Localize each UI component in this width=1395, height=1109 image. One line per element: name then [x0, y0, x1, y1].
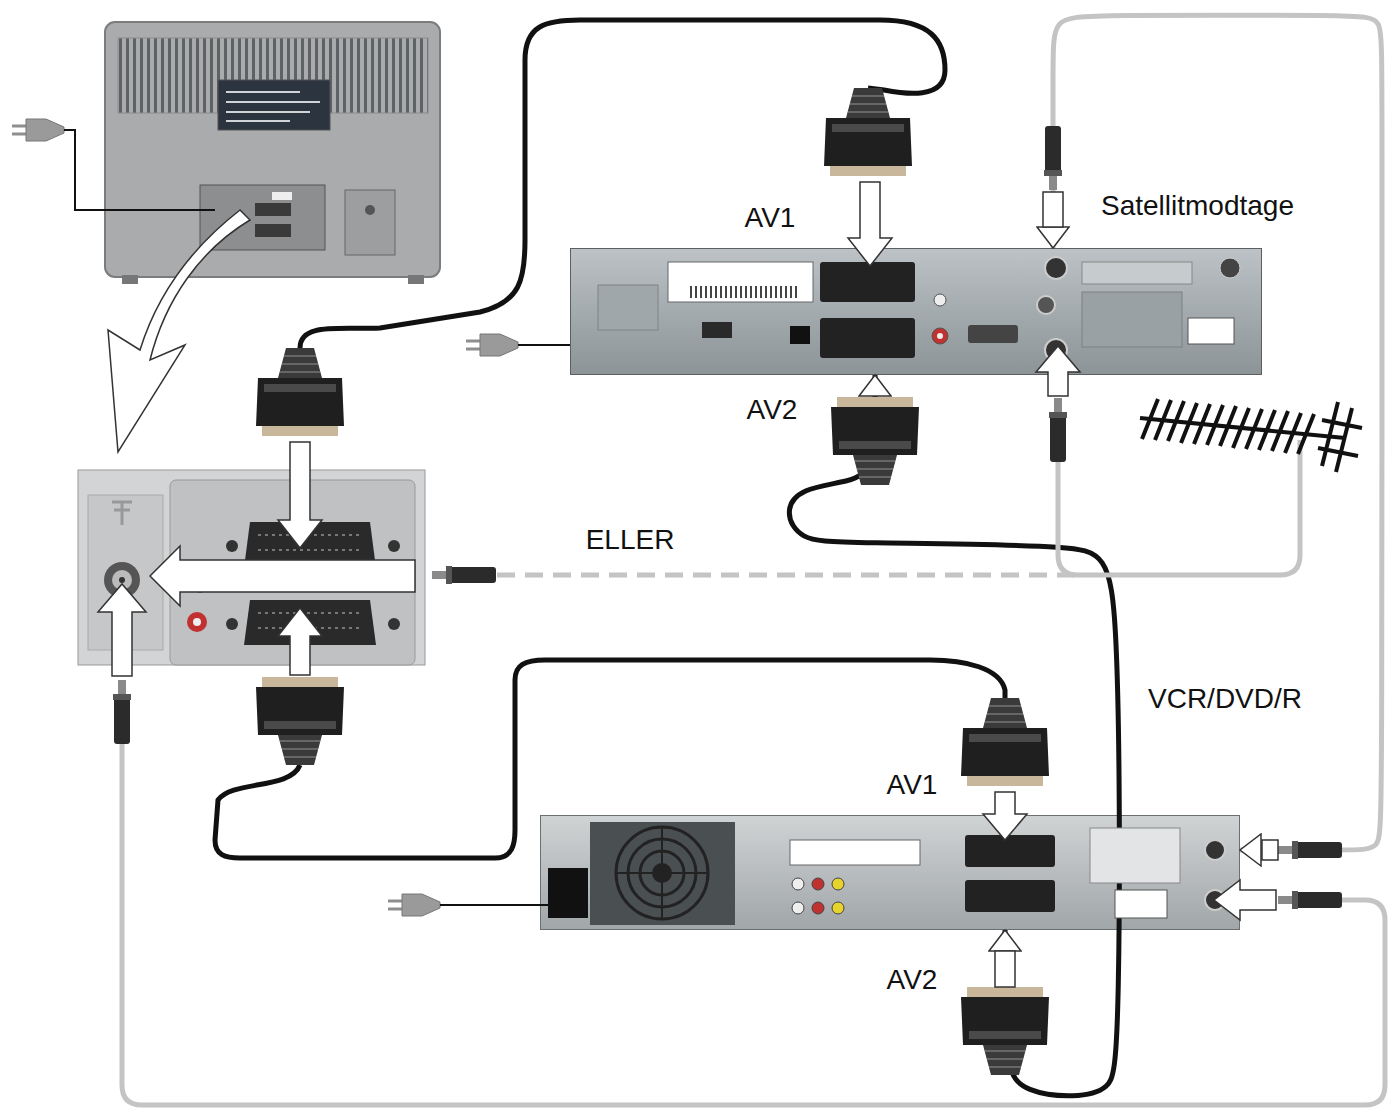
serial-sticker [790, 840, 920, 865]
plug-in-arrow [150, 546, 415, 606]
tv-small-label [272, 192, 292, 200]
plug-in-arrow [98, 584, 146, 676]
arrow-shaft [1262, 840, 1278, 860]
tv-scart-small [255, 224, 291, 237]
coax-plug [1278, 891, 1342, 909]
port-label: AV1 [745, 204, 796, 232]
scart-pins [258, 535, 362, 550]
antenna-socket-pin [119, 577, 125, 583]
rca-socket-center [193, 618, 201, 626]
sat-scart-av2 [820, 318, 915, 358]
antenna-symbol [112, 502, 132, 525]
arrow-shaft [1043, 192, 1063, 227]
antenna-reflector [1318, 402, 1362, 472]
tv-scart-small [255, 203, 291, 216]
rca-jack [832, 878, 844, 890]
arrow-shaft [995, 951, 1015, 987]
coax-plug [1044, 126, 1062, 190]
screw-hole [226, 618, 238, 630]
vcr-power-cord [440, 904, 548, 906]
warning-plate [1082, 292, 1182, 347]
modem-port [790, 326, 810, 344]
dish-port [1220, 258, 1240, 278]
barcode [690, 286, 800, 298]
port-label: AV1 [887, 771, 938, 799]
tv-rating-sticker [218, 80, 330, 130]
rca-jack [832, 902, 844, 914]
fan-housing [590, 822, 735, 925]
cable-connector [789, 375, 1119, 1096]
rca-jack [932, 328, 948, 344]
zoom-arrow [108, 210, 250, 452]
rca-jack [812, 902, 824, 914]
plug-in-arrow [278, 608, 322, 675]
scart-plug [961, 987, 1049, 1075]
rf-port [1037, 296, 1055, 314]
plug-in-arrow [278, 442, 322, 548]
rca-jack [792, 878, 804, 890]
screw-hole [226, 540, 238, 552]
device-label: Satellitmodtage [1101, 192, 1294, 220]
small-port [702, 322, 732, 338]
power-socket [548, 868, 588, 918]
tv-power-cord [64, 130, 215, 210]
tv-back [105, 22, 440, 277]
coax-plug [1278, 841, 1342, 859]
scart-plug [824, 88, 912, 176]
cable-connector [1053, 15, 1382, 850]
scart-plug [256, 677, 344, 765]
coax-plug [1049, 398, 1067, 462]
vcr-mains-plug [388, 894, 440, 916]
tv-foot [122, 275, 138, 284]
scart-plug [961, 698, 1049, 786]
scart-plug [831, 397, 919, 485]
scart-plug [256, 348, 344, 436]
screw-hole [388, 618, 400, 630]
tv-screw [365, 205, 375, 215]
port-label: ELLER [586, 526, 675, 554]
coax-plug [432, 566, 496, 584]
vcr-scart-av2 [965, 880, 1055, 912]
alternative-antenna-cable [496, 573, 1075, 578]
rca-socket [187, 612, 207, 632]
model-sticker [668, 262, 813, 302]
antenna-elements [1142, 399, 1314, 454]
scart-cable [300, 20, 945, 348]
sticker-lines [226, 92, 320, 121]
tv-side-panel [345, 190, 395, 255]
port-label: AV2 [747, 396, 798, 424]
port-label: AV2 [887, 966, 938, 994]
sat-mains-plug [466, 334, 518, 356]
rf-cable [122, 744, 1385, 1105]
serial-port [968, 325, 1018, 343]
rf-out-port [1045, 257, 1067, 279]
tv-foot [408, 275, 424, 284]
rca-jack-center [937, 333, 943, 339]
tv-mains-plug [12, 119, 64, 141]
rating-label [1090, 828, 1180, 883]
coax-plug [113, 680, 131, 744]
screw-hole [388, 540, 400, 552]
sat-scart-av1 [820, 262, 915, 302]
brand-plate [598, 285, 658, 330]
rca-jack [934, 294, 946, 306]
rca-jack [812, 878, 824, 890]
device-label: VCR/DVD/R [1148, 685, 1302, 713]
logo-box [1188, 318, 1234, 344]
fan-grille [616, 827, 708, 919]
sat-power-cord [518, 344, 570, 346]
rf-in-port [1205, 840, 1225, 860]
small-sticker [1115, 890, 1167, 918]
fan-cross [616, 827, 708, 919]
rca-jack [792, 902, 804, 914]
interface-sticker [1082, 262, 1192, 284]
antenna-cable [1058, 440, 1300, 575]
vcr-scart-av1 [965, 835, 1055, 867]
